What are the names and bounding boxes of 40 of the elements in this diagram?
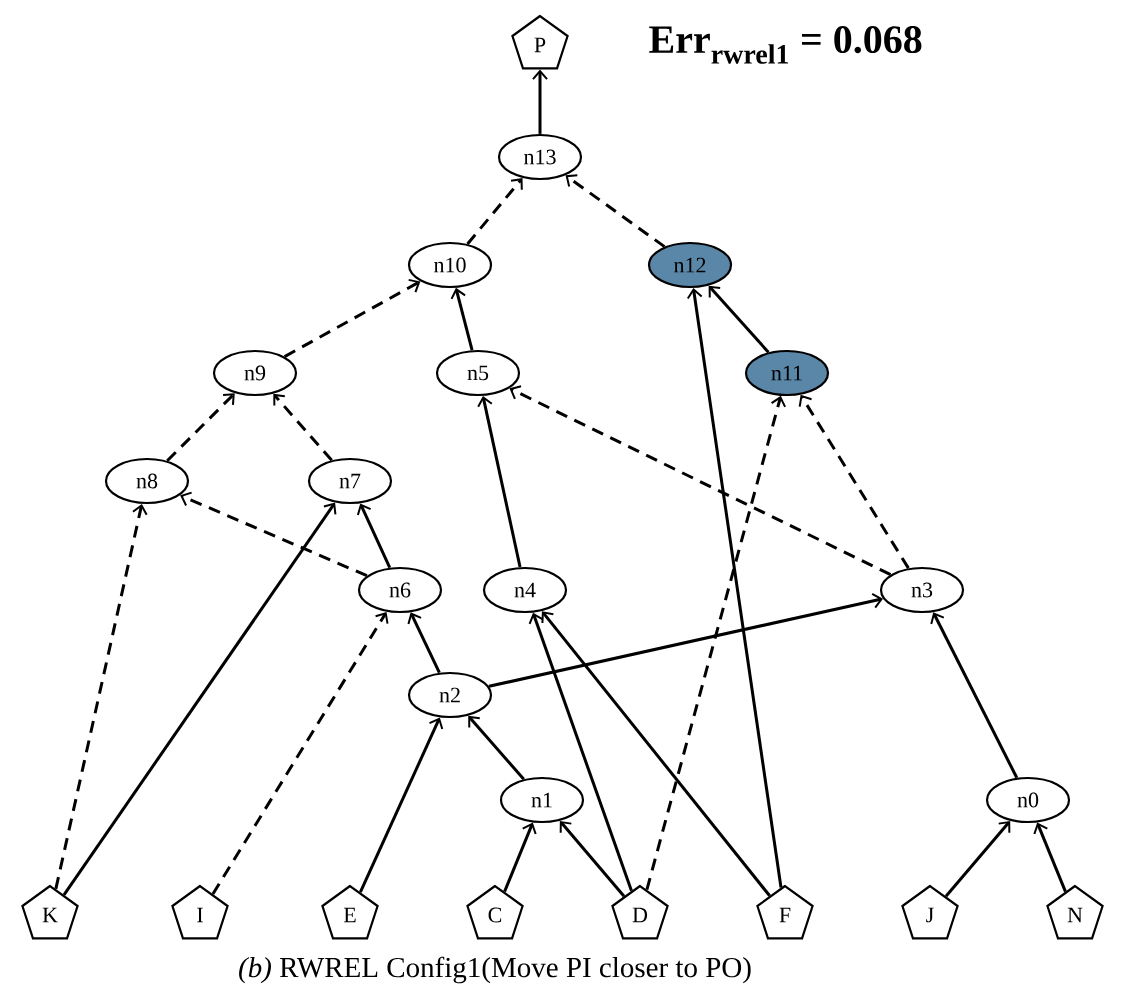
arrow [798,394,910,569]
arrow [645,395,787,891]
arrow [211,611,389,895]
arrow [532,69,548,134]
arrow [466,178,523,245]
input-pentagon: N [1046,884,1104,940]
arrow [565,174,666,248]
arrow [541,611,771,897]
arrow [407,612,441,674]
arrow [54,503,148,890]
arrow [488,592,883,688]
arrow [503,822,537,893]
error-value: Err$_{rwrel1}$ = 0.068 [649,26,922,64]
arrow [180,491,368,578]
arrow [528,612,633,892]
arrow [944,820,1011,898]
arrow [1033,822,1067,893]
arrow [468,715,525,781]
caption: (b) RWREL Config1(Move PI closer to PO) [239,956,751,984]
arrow [930,612,1019,779]
arrow [509,385,892,576]
arrow [708,285,770,354]
input-pentagon: J [901,884,959,940]
input-pentagon: F [756,884,814,940]
input-pentagon: P [511,14,569,70]
arrow [477,395,522,568]
arrow [273,393,333,462]
arrow [166,393,235,462]
arrow [686,288,783,888]
input-pentagon: C [466,884,524,940]
arrow [62,502,337,896]
arrow [559,820,626,898]
input-pentagon: E [321,884,379,940]
input-pentagon: D [611,884,669,940]
input-pentagon: K [21,884,79,940]
arrow [359,717,444,893]
arrow [356,503,392,569]
arrow [450,287,474,351]
arrow [283,278,421,358]
input-pentagon: I [171,884,229,940]
